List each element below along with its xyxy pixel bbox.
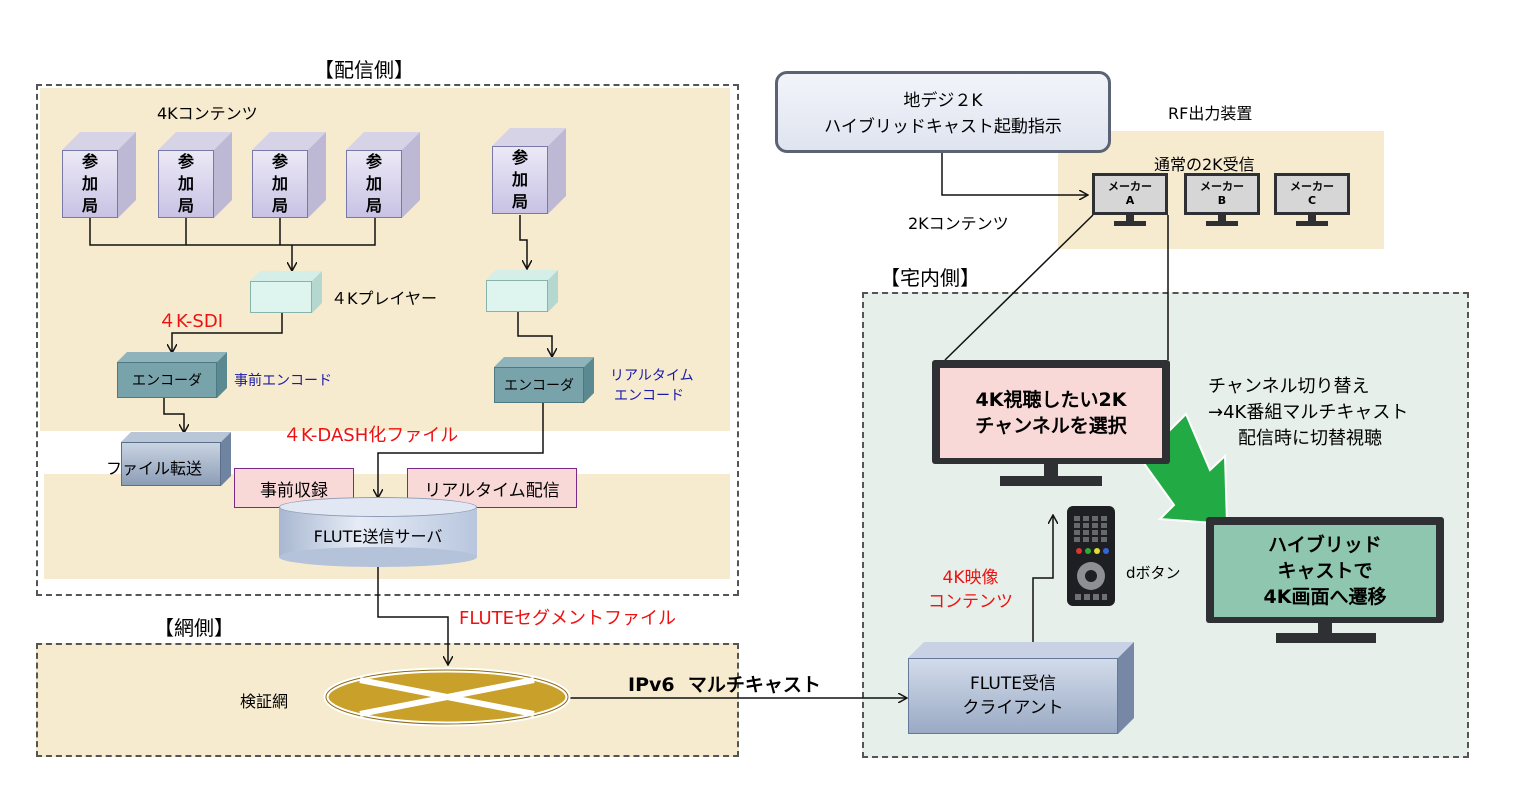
player-box-4k — [250, 271, 322, 313]
file-transfer-label: ファイル転送 — [106, 459, 203, 478]
remote-control-icon — [1067, 506, 1115, 606]
rf-label: RF出力装置 — [1168, 104, 1253, 123]
home-title: 【宅内側】 — [880, 266, 980, 290]
content-2k-label: 2Kコンテンツ — [908, 214, 1009, 233]
pre-encode-label: 事前エンコード — [234, 373, 332, 389]
home-region — [862, 292, 1469, 758]
video-content-label: 4K映像 コンテンツ — [928, 568, 1013, 612]
player-label: ４Kプレイヤー — [331, 289, 438, 308]
sender-title: 【配信側】 — [314, 58, 414, 82]
d-button-label: dボタン — [1126, 564, 1181, 582]
player-box-realtime — [486, 270, 558, 312]
switch-text: チャンネル切り替え →4K番組マルチキャスト 配信時に切替視聴 — [1208, 376, 1409, 449]
flute-server-cylinder: FLUTE送信サーバ — [279, 497, 477, 569]
segment-label: FLUTEセグメントファイル — [459, 608, 677, 629]
instruction-box: 地デジ２K ハイブリッドキャスト起動指示 — [775, 71, 1111, 153]
station-cube: 参加局 — [346, 132, 420, 218]
realtime-encode-label: リアルタイム エンコード — [610, 368, 694, 404]
dash-label: ４K-DASH化ファイル — [283, 425, 459, 446]
content-4k-label: 4Kコンテンツ — [157, 104, 258, 123]
sdi-label: ４K-SDI — [158, 311, 224, 332]
station-cube: 参加局 — [158, 132, 232, 218]
normal-receive-label: 通常の2K受信 — [1154, 155, 1255, 174]
encoder-realtime: エンコーダ — [494, 357, 594, 403]
network-disk-icon — [323, 667, 571, 727]
sender-region — [36, 84, 739, 596]
network-title: 【網側】 — [154, 616, 234, 640]
file-transfer-box — [121, 432, 231, 486]
station-cube: 参加局 — [62, 132, 136, 218]
encoder-pre: エンコーダ — [117, 352, 227, 398]
verify-net-label: 検証網 — [240, 692, 289, 711]
multicast-label: IPv6 マルチキャスト — [628, 674, 821, 696]
network-region — [36, 643, 739, 757]
flute-client-box: FLUTE受信クライアント — [908, 642, 1134, 734]
station-cube: 参加局 — [492, 128, 566, 214]
station-cube: 参加局 — [252, 132, 326, 218]
